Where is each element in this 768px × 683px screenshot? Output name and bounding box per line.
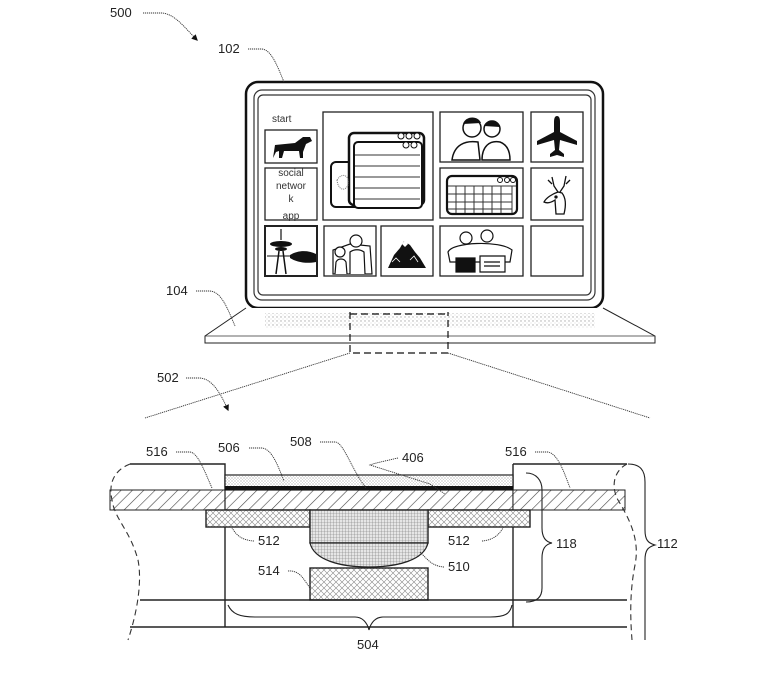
leader-510 [419, 551, 445, 568]
projection-lines [144, 352, 651, 419]
deer-icon [543, 175, 571, 215]
leader-508 [320, 441, 367, 489]
plunger-510 [309, 509, 429, 544]
support-512-right [427, 509, 531, 528]
label-514: 514 [258, 563, 280, 578]
arrow-502 [186, 377, 229, 412]
label-512-left: 512 [258, 533, 280, 548]
label-506: 506 [218, 440, 240, 455]
leader-516-right [535, 451, 571, 489]
couple-photo-icon [451, 117, 511, 161]
keyboard [265, 313, 595, 328]
display-inner-bezel [253, 89, 596, 301]
space-needle-icon [267, 229, 316, 275]
label-104: 104 [166, 283, 188, 298]
tile-airplane[interactable] [530, 111, 584, 163]
break-line-left [110, 463, 141, 641]
airplane-icon [537, 116, 577, 157]
tile-mountain[interactable] [380, 225, 434, 277]
plunger-dome-510 [309, 542, 429, 568]
label-102-group: 102 [218, 41, 285, 83]
tile-dog[interactable] [264, 129, 318, 164]
label-502-group: 502 [157, 370, 229, 412]
label-510: 510 [448, 559, 470, 574]
label-504: 504 [357, 637, 379, 652]
start-screen: start [264, 111, 584, 277]
label-112: 112 [657, 536, 678, 551]
leader-512-left [231, 527, 255, 542]
housing-layer-right [512, 489, 626, 511]
cross-section [109, 463, 658, 641]
tile-empty[interactable] [530, 225, 584, 277]
break-line-right [613, 463, 637, 641]
brace-504 [227, 604, 513, 631]
cover-layer-506 [224, 474, 514, 488]
arrow-500 [143, 12, 198, 41]
leader-512-right [481, 525, 505, 542]
start-label: start [272, 114, 292, 125]
substrate-406 [224, 489, 514, 511]
leader-514 [287, 570, 311, 589]
tile-family-photo[interactable] [323, 225, 377, 277]
adhesive-layer-508 [225, 486, 513, 490]
label-500: 500 [110, 5, 132, 20]
label-102: 102 [218, 41, 240, 56]
support-512-left [205, 509, 311, 528]
detail-region-box [349, 312, 449, 354]
label-502: 502 [157, 370, 179, 385]
group-photo-icon [447, 229, 513, 273]
label-516-left: 516 [146, 444, 168, 459]
leader-102 [248, 48, 285, 83]
leader-506 [249, 447, 285, 482]
section-labels: 516 506 508 406 516 512 512 510 514 118 … [146, 434, 678, 652]
switch-514 [309, 567, 429, 601]
label-508: 508 [290, 434, 312, 449]
label-516-right: 516 [505, 444, 527, 459]
leader-406 [368, 457, 446, 495]
label-104-group: 104 [166, 283, 236, 327]
social-app-text-1: social [278, 168, 304, 179]
social-app-text-2: networ [276, 181, 307, 192]
calendar-icon [445, 174, 519, 216]
housing-layer-left [109, 489, 226, 511]
dog-icon [273, 137, 312, 158]
display-screen [257, 94, 592, 296]
tile-calendar[interactable] [439, 167, 524, 219]
mountain-icon [388, 240, 426, 268]
label-118: 118 [556, 536, 577, 551]
figure-label-500: 500 [110, 5, 198, 41]
social-app-text-4: app [283, 211, 300, 222]
label-512-right: 512 [448, 533, 470, 548]
brace-112 [627, 463, 658, 640]
tile-deer[interactable] [530, 167, 584, 221]
social-app-text-3: k [289, 194, 295, 205]
family-photo-icon [332, 234, 373, 275]
tile-app-windows[interactable] [322, 111, 434, 221]
leader-104 [196, 290, 236, 327]
tile-space-needle[interactable] [264, 225, 318, 277]
tile-social-network-app[interactable]: social networ k app [264, 167, 318, 222]
tile-group-photo[interactable] [439, 225, 524, 277]
label-406: 406 [402, 450, 424, 465]
leader-516-left [176, 451, 213, 489]
tile-couple-photo[interactable] [439, 111, 524, 163]
app-windows-icon [330, 131, 426, 209]
brace-118 [525, 472, 553, 603]
